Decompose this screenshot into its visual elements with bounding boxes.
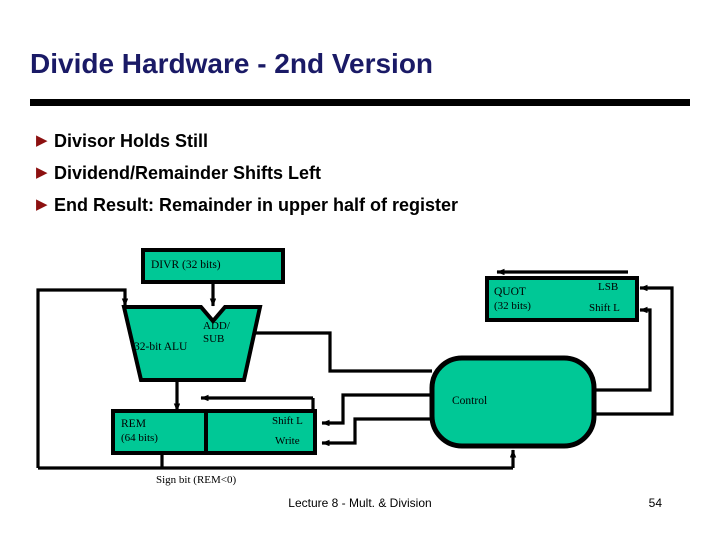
page-title: Divide Hardware - 2nd Version <box>30 48 434 79</box>
bullet-arrow-icon: ▶ <box>36 196 48 213</box>
remainder-register-label-name: REM <box>121 418 146 430</box>
control-label: Control <box>452 395 488 407</box>
list-item: ▶ Divisor Holds Still <box>36 128 696 155</box>
bullet-text: End Result: Remainder in upper half of r… <box>54 195 459 215</box>
remainder-register-label-size: (64 bits) <box>121 432 158 444</box>
wire-rem-feedback-to-alu <box>36 288 129 468</box>
bullet-text: Divisor Holds Still <box>54 131 209 151</box>
quotient-register-label-size: (32 bits) <box>494 300 531 312</box>
remainder-write-label: Write <box>275 435 300 447</box>
alu-op-label-line2: SUB <box>203 333 225 345</box>
quotient-shift-left-label: Shift L <box>589 302 620 314</box>
quotient-register-label-name: QUOT <box>494 286 526 298</box>
quotient-register-block <box>485 276 639 322</box>
divisor-register-block <box>141 248 285 284</box>
list-item: ▶ End Result: Remainder in upper half of… <box>36 192 696 219</box>
alu-block <box>121 305 263 382</box>
alu-label: 32-bit ALU <box>134 341 188 353</box>
alu-op-label-line1: ADD/ <box>203 320 230 332</box>
control-block <box>429 355 597 449</box>
wire-control-to-quot-shiftl <box>594 306 652 392</box>
footer-page-number: 54 <box>648 496 662 510</box>
footer-title: Lecture 8 - Mult. & Division <box>288 496 432 510</box>
bullet-arrow-icon: ▶ <box>36 164 48 181</box>
remainder-shift-left-label: Shift L <box>272 415 303 427</box>
divisor-register-label: DIVR (32 bits) <box>151 259 221 271</box>
wire-control-to-rem-shiftl <box>321 393 432 427</box>
wire-control-to-rem-write <box>321 417 432 447</box>
bullet-arrow-icon: ▶ <box>36 132 48 149</box>
remainder-register-block <box>111 409 317 455</box>
title-divider <box>30 99 690 106</box>
quotient-lsb-label: LSB <box>598 281 619 293</box>
list-item: ▶ Dividend/Remainder Shifts Left <box>36 160 696 187</box>
wire-control-to-quot-lsb <box>594 284 674 416</box>
wire-control-to-addsub <box>247 329 432 373</box>
bullet-text: Dividend/Remainder Shifts Left <box>54 163 322 183</box>
bullet-list: ▶ Divisor Holds Still ▶ Dividend/Remaind… <box>36 128 696 224</box>
sign-bit-label: Sign bit (REM<0) <box>156 474 237 486</box>
